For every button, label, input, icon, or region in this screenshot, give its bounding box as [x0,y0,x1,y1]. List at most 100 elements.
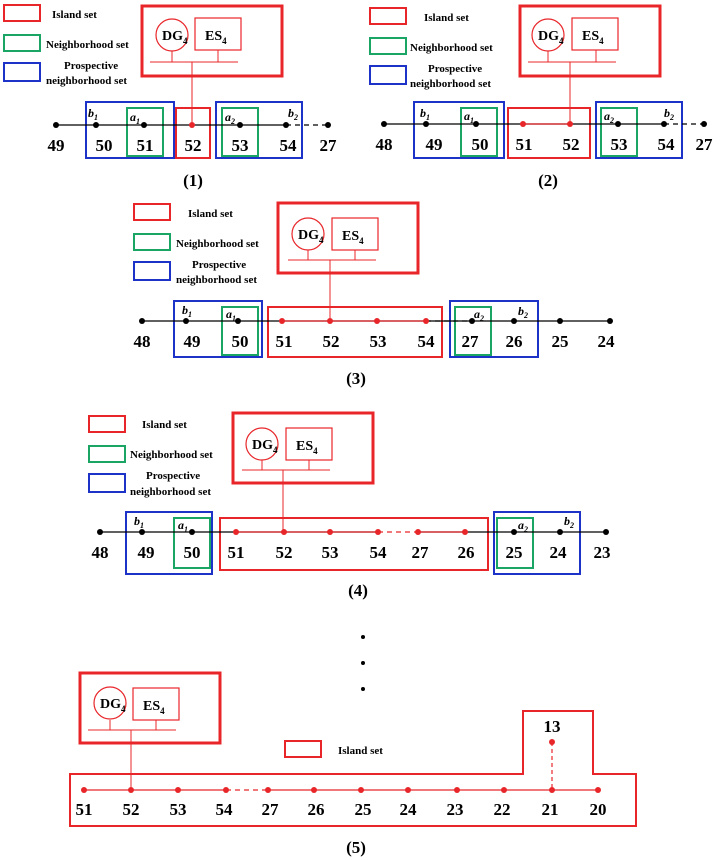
legend-neighborhood-swatch [369,37,407,55]
node-dot [223,787,229,793]
legend-panel-1: Island set Neighborhood set Prospective … [3,4,129,87]
mark-a1: a1 [178,518,188,534]
legend-prospective-label-2: neighborhood set [410,78,491,90]
dg-label: DG4 [538,29,564,46]
node-dot [233,529,239,535]
node-dot [511,318,517,324]
panel-1: Island set Neighborhood set Prospective … [3,4,338,190]
prospective-set-right [449,300,539,358]
es-label: ES4 [342,229,364,246]
node-label: 50 [184,543,201,562]
neighborhood-set-left [126,107,164,157]
node-label: 54 [280,136,298,155]
node-dot [189,529,195,535]
node-label: 22 [494,800,511,819]
node-dot [557,318,563,324]
node-label: 25 [552,332,569,351]
node-dot [549,739,555,745]
mark-b2: b2 [288,106,298,122]
node-dot [567,121,573,127]
es-label: ES4 [582,29,604,46]
dg-label: DG4 [100,697,126,714]
mark-b1: b1 [182,303,192,319]
node-label: 25 [355,800,372,819]
node-dot [595,787,601,793]
node-label: 27 [320,136,338,155]
legend-island-swatch [3,4,41,22]
node-dot [139,529,145,535]
node-dot [128,787,134,793]
node-label: 54 [418,332,436,351]
node-dot [139,318,145,324]
node-dot [462,529,468,535]
node-dot [325,122,331,128]
es-label: ES4 [143,699,165,716]
node-label: 50 [472,135,489,154]
legend-prospective-label-1: Prospective [64,60,118,72]
legend-prospective-label-2: neighborhood set [130,486,211,498]
legend-neighborhood-swatch [3,34,41,52]
device-box-4: DG4 ES4 [231,411,375,532]
legend-neighborhood-label: Neighborhood set [410,42,493,54]
panel-caption: (1) [183,171,203,190]
node-label: 26 [308,800,325,819]
node-dot [501,787,507,793]
node-dot [327,529,333,535]
panel-caption: (3) [346,369,366,388]
legend-neighborhood-swatch [88,445,126,463]
device-box-2: DG4 ES4 [518,4,662,124]
neighborhood-set-right [221,107,259,157]
mark-a2: a2 [518,518,528,534]
mark-a1: a1 [226,307,236,323]
device-box-1: DG4 ES4 [140,4,284,125]
legend-panel-5: Island set [284,740,383,758]
legend-prospective-swatch [133,261,171,281]
legend-prospective-label-2: neighborhood set [176,274,257,286]
mark-b2: b2 [518,304,528,320]
legend-prospective-label-1: Prospective [192,259,246,271]
dg-circle [93,686,127,720]
legend-neighborhood-label: Neighborhood set [176,238,259,250]
node-label: 54 [658,135,676,154]
prospective-set-right [595,101,683,159]
node-label: 51 [76,800,93,819]
legend-island-label: Island set [188,208,233,220]
node-dot [615,121,621,127]
node-dot [607,318,613,324]
node-dot [520,121,526,127]
node-dot [375,529,381,535]
dg-label: DG4 [298,228,324,245]
mark-a1: a1 [464,109,474,125]
legend-prospective-swatch [369,65,407,85]
node-dot [423,121,429,127]
node-dot [175,787,181,793]
node-label: 48 [376,135,393,154]
prospective-set-left [173,300,263,358]
panel-caption: (5) [346,838,366,857]
node-dot [701,121,707,127]
prospective-set-left [413,101,505,159]
node-label: 26 [506,332,523,351]
legend-island-swatch [88,415,126,433]
node-dot [237,122,243,128]
node-label: 52 [276,543,293,562]
prospective-set-right [215,101,303,159]
mark-a2: a2 [225,110,235,126]
node-label: 26 [458,543,475,562]
prospective-set-right [493,511,581,575]
node-label: 48 [92,543,109,562]
legend-panel-4: Island set Neighborhood set Prospective … [88,415,213,498]
legend-island-label: Island set [52,9,97,21]
node-dot [183,318,189,324]
node-label: 25 [506,543,523,562]
legend-neighborhood-label: Neighborhood set [130,449,213,461]
panel-2: Island set Neighborhood set Prospective … [369,4,713,190]
node-label: 27 [412,543,430,562]
node-label: 49 [426,135,443,154]
es-label: ES4 [296,439,318,456]
node-label: 50 [96,136,113,155]
node-dot [265,787,271,793]
dg-label: DG4 [162,29,188,46]
node-label: 53 [370,332,387,351]
legend-island-label: Island set [142,419,187,431]
